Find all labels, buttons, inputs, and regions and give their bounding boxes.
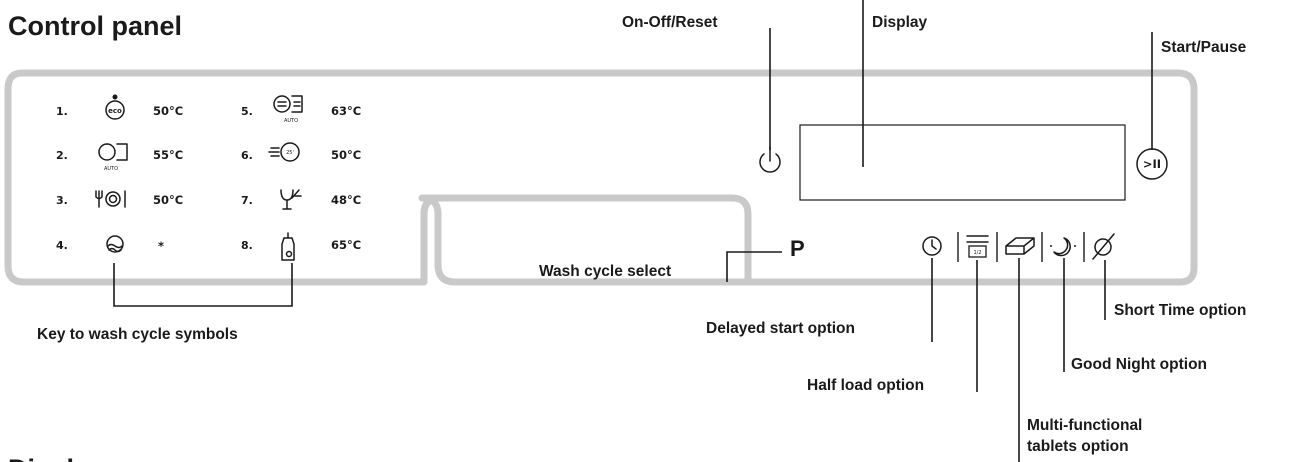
short-time-label: Short Time option	[1114, 302, 1246, 319]
start-pause-symbol: >II	[1143, 157, 1161, 171]
glass-icon	[280, 189, 302, 210]
multi-tablet-label-line1: Multi-functional	[1027, 417, 1142, 434]
auto-label: AUTO	[104, 166, 118, 172]
wash-cycle-select-label: Wash cycle select	[539, 263, 671, 280]
cycle-temp: 50°C	[153, 193, 183, 207]
on-off-reset-button[interactable]	[759, 146, 781, 173]
cycle-temp: 50°C	[153, 104, 183, 118]
cycle-row-2: 2. AUTO 55°C	[56, 143, 183, 172]
key-bracket	[113, 263, 293, 307]
cycle-number: 6.	[241, 149, 253, 162]
delayed-start-button[interactable]	[922, 236, 942, 256]
cycle-row-7: 7. 48°C	[241, 189, 361, 210]
cycle-number: 2.	[56, 149, 68, 162]
page-title: Control panel	[8, 11, 182, 41]
cycle-row-6: 6. 25' 50°C	[241, 142, 361, 162]
half-load-label: Half load option	[807, 377, 924, 394]
cutlery-plate-icon	[95, 190, 126, 208]
delayed-start-label: Delayed start option	[706, 320, 855, 337]
prewash-icon	[106, 235, 124, 253]
cycle-row-3: 3. 50°C	[56, 190, 183, 208]
eco-symbol-text: eco	[108, 107, 122, 115]
display-screen	[799, 124, 1126, 201]
cycle-temp: 55°C	[153, 148, 183, 162]
auto-label: AUTO	[284, 118, 298, 124]
cycle-row-1: 1. eco 50°C	[56, 94, 183, 120]
cycle-number: 8.	[241, 239, 253, 252]
cycle-temp: 48°C	[331, 193, 361, 207]
auto-pot-icon: AUTO	[98, 143, 128, 172]
key-to-symbols-label: Key to wash cycle symbols	[37, 326, 238, 343]
cycle-temp: 65°C	[331, 238, 361, 252]
cycle-temp: 50°C	[331, 148, 361, 162]
rapid-25-icon: 25'	[268, 142, 300, 162]
cycle-temp: 63°C	[331, 104, 361, 118]
wash-cycle-leader	[726, 251, 782, 282]
half-load-symbol: 1/2	[973, 250, 981, 256]
cycle-number: 4.	[56, 239, 68, 252]
wash-cycle-key: 1. eco 50°C 2. AUTO 55°C 3.	[56, 94, 361, 261]
multi-tablet-label-line2: tablets option	[1027, 438, 1129, 455]
display-section-title: Display	[8, 454, 104, 462]
short-time-button[interactable]	[1092, 233, 1115, 260]
start-pause-button[interactable]: >II	[1136, 148, 1168, 180]
cycle-row-8: 8. 65°C	[241, 232, 361, 261]
start-pause-label: Start/Pause	[1161, 39, 1247, 56]
eco-pot-icon: eco	[105, 94, 125, 120]
cycle-number: 5.	[241, 105, 253, 118]
cycle-temp: *	[158, 239, 164, 253]
multi-tablet-button[interactable]	[1005, 237, 1035, 255]
panel-notch	[420, 194, 752, 282]
good-night-button[interactable]	[1050, 237, 1076, 257]
baby-bottle-icon	[281, 232, 295, 261]
rapid-symbol-text: 25'	[286, 150, 294, 156]
display-label: Display	[872, 14, 928, 31]
cycle-number: 1.	[56, 105, 68, 118]
cycle-number: 7.	[241, 194, 253, 207]
cycle-row-5: 5. AUTO 63°C	[241, 95, 361, 124]
intensive-auto-icon: AUTO	[273, 95, 303, 124]
cycle-number: 3.	[56, 194, 68, 207]
half-load-button[interactable]: 1/2	[966, 235, 989, 258]
good-night-label: Good Night option	[1071, 356, 1207, 373]
cycle-row-4: 4. *	[56, 235, 164, 253]
on-off-label: On-Off/Reset	[622, 14, 718, 31]
program-select-button[interactable]: P	[790, 236, 805, 261]
